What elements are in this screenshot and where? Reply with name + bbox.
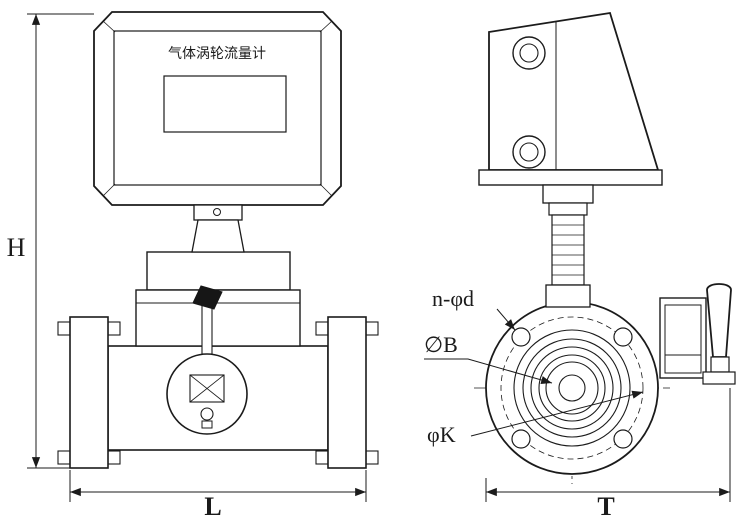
bolt-hole-lower-left [511, 429, 531, 449]
neck-pin [213, 208, 221, 216]
dim-label-h: H [7, 233, 26, 262]
leader-line [496, 308, 516, 331]
sight-glass [166, 353, 248, 435]
handle-grip [706, 283, 732, 358]
right-flange [327, 316, 367, 469]
meter-body-top [146, 251, 291, 291]
bolt-hole-upper-left [511, 327, 531, 347]
dimension-l: L [69, 470, 367, 521]
callout-bolt-circle: φK [427, 390, 644, 447]
flange-face [485, 301, 659, 475]
adjustment-knob-top [512, 36, 546, 70]
side-neck [542, 184, 594, 308]
label-bolt-circle: φK [427, 422, 456, 447]
neck-stem [551, 214, 585, 286]
flange-bolt-tabs [57, 321, 379, 465]
drain-port [200, 407, 214, 421]
bore-circle [558, 374, 586, 402]
label-bore: ∅B [424, 332, 458, 357]
bolt-hole-upper-right [613, 327, 633, 347]
front-view: 气体涡轮流量计 H [7, 11, 379, 521]
dim-label-l: L [204, 492, 221, 521]
leader-line [424, 358, 553, 384]
left-flange [69, 316, 109, 469]
flange-outer-circle [485, 301, 659, 475]
callout-bolt-holes: n-φd [432, 286, 516, 331]
dimension-t: T [485, 388, 731, 521]
side-view: n-φd ∅B φK T [424, 11, 736, 521]
display-neck [191, 204, 245, 253]
bolt-circle [500, 316, 644, 460]
callout-bore-diameter: ∅B [424, 332, 553, 384]
control-handle-assembly [659, 283, 736, 385]
neck-collar [545, 284, 591, 308]
device-title-text: 气体涡轮流量计 [168, 46, 266, 62]
valve-handle [192, 285, 223, 310]
leader-line [470, 390, 644, 437]
electronics-housing [478, 11, 663, 186]
handle-gearbox [659, 297, 707, 379]
bolt-hole-lower-right [613, 429, 633, 449]
dim-label-t: T [597, 492, 614, 521]
housing-base [478, 169, 663, 186]
lcd-screen [163, 75, 287, 133]
display-head: 气体涡轮流量计 [93, 11, 342, 206]
dimension-h: H [7, 13, 94, 469]
label-bolt-holes: n-φd [432, 286, 474, 311]
adjustment-knob-bottom [512, 135, 546, 169]
